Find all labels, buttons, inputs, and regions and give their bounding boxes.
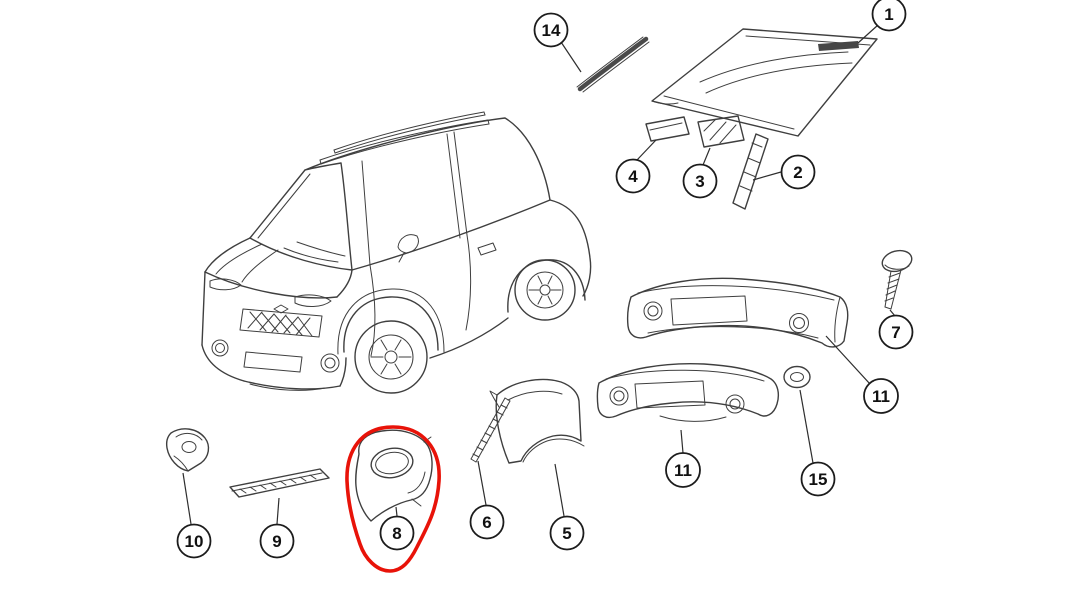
part-roof-trim-strip-drawing bbox=[576, 36, 650, 93]
callout-11-lower-label: 11 bbox=[674, 461, 692, 480]
vehicle-overview-drawing bbox=[201, 111, 592, 394]
callout-5-circle[interactable] bbox=[549, 515, 585, 551]
callout-10-label: 10 bbox=[185, 532, 204, 551]
leader-2 bbox=[752, 171, 782, 181]
callout-6[interactable]: 6 bbox=[469, 504, 505, 540]
callout-9[interactable]: 9 bbox=[259, 523, 295, 559]
callout-8[interactable]: 8 bbox=[379, 515, 415, 551]
callout-4-label: 4 bbox=[628, 167, 638, 186]
callout-5[interactable]: 5 bbox=[549, 515, 585, 551]
callout-9-circle[interactable] bbox=[259, 523, 295, 559]
callout-7[interactable]: 7 bbox=[878, 314, 914, 350]
callout-3-label: 3 bbox=[695, 172, 704, 191]
part-roof-panel-drawing bbox=[651, 28, 878, 137]
callout-7-circle[interactable] bbox=[878, 314, 914, 350]
callout-14-label: 14 bbox=[542, 21, 561, 40]
callout-8-circle[interactable] bbox=[379, 515, 415, 551]
callout-15-circle[interactable] bbox=[800, 461, 836, 497]
part-fastener-screw-drawing bbox=[881, 249, 913, 310]
callout-10-circle[interactable] bbox=[176, 523, 212, 559]
callout-8-label: 8 bbox=[392, 524, 401, 543]
callout-6-circle[interactable] bbox=[469, 504, 505, 540]
callout-3[interactable]: 3 bbox=[682, 163, 718, 199]
highlight-ring bbox=[345, 425, 441, 573]
leader-5 bbox=[554, 463, 565, 517]
callout-11-lower-bumper[interactable]: 11 bbox=[665, 452, 701, 488]
callout-2[interactable]: 2 bbox=[780, 154, 816, 190]
part-wheel-arch-trim-drawing bbox=[355, 429, 433, 522]
callout-14-circle[interactable] bbox=[533, 12, 569, 48]
callout-11-lower-circle[interactable] bbox=[665, 452, 701, 488]
callout-2-circle[interactable] bbox=[780, 154, 816, 190]
leader-8 bbox=[395, 506, 398, 517]
leader-11-upper bbox=[825, 335, 871, 385]
callout-11-upper-label: 11 bbox=[872, 387, 890, 406]
callout-6-label: 6 bbox=[482, 513, 491, 532]
part-patch-right-drawing bbox=[697, 115, 745, 148]
part-fender-trim-strip-drawing bbox=[470, 397, 511, 463]
callout-15-label: 15 bbox=[809, 470, 828, 489]
part-grommet-ring-drawing bbox=[783, 365, 811, 389]
part-front-fender-drawing bbox=[489, 378, 585, 464]
leader-4 bbox=[636, 139, 657, 161]
leader-10 bbox=[182, 472, 192, 525]
part-bumper-upper-drawing bbox=[626, 277, 849, 348]
part-pillar-trim-drawing bbox=[732, 133, 769, 210]
callout-1-label: 1 bbox=[884, 5, 893, 24]
callout-11-upper-circle[interactable] bbox=[863, 378, 899, 414]
callout-4[interactable]: 4 bbox=[615, 158, 651, 194]
callout-3-circle[interactable] bbox=[682, 163, 718, 199]
callout-2-label: 2 bbox=[793, 163, 802, 182]
callout-11-upper-bumper[interactable]: 11 bbox=[863, 378, 899, 414]
leader-15 bbox=[799, 389, 814, 464]
part-corner-bracket-drawing bbox=[165, 428, 210, 472]
leader-14 bbox=[560, 41, 582, 73]
callout-1[interactable]: 1 bbox=[871, 0, 907, 32]
leader-6 bbox=[477, 460, 487, 506]
leader-9 bbox=[276, 497, 280, 525]
callout-10[interactable]: 10 bbox=[176, 523, 212, 559]
part-sill-molding-drawing bbox=[229, 468, 330, 498]
leader-1 bbox=[857, 24, 879, 44]
leader-11-lower bbox=[680, 429, 684, 454]
part-patch-left-drawing bbox=[645, 116, 690, 142]
callout-1-circle[interactable] bbox=[871, 0, 907, 32]
callout-4-circle[interactable] bbox=[615, 158, 651, 194]
callout-7-label: 7 bbox=[891, 323, 900, 342]
callout-14[interactable]: 14 bbox=[533, 12, 569, 48]
part-bumper-lower-drawing bbox=[596, 362, 780, 422]
callout-9-label: 9 bbox=[272, 532, 281, 551]
callout-5-label: 5 bbox=[562, 524, 571, 543]
callout-15[interactable]: 15 bbox=[800, 461, 836, 497]
leader-3 bbox=[702, 147, 711, 166]
